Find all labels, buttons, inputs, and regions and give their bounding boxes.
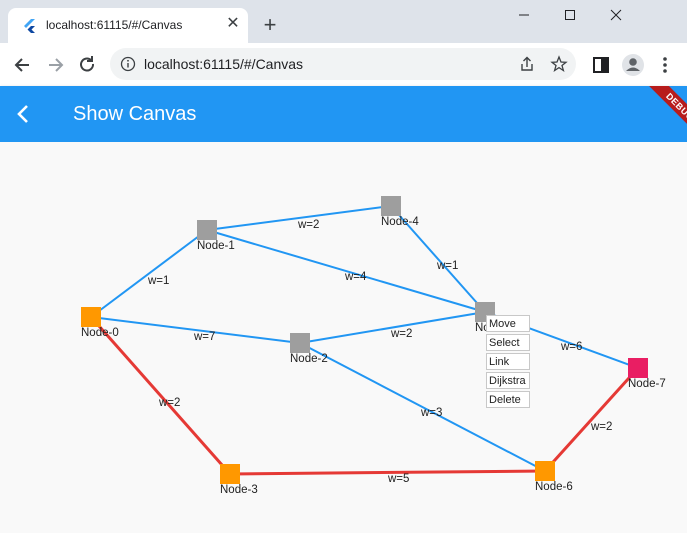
edge-weight-label: w=1 (148, 275, 170, 287)
maximize-button[interactable] (547, 0, 593, 30)
edge-weight-label: w=2 (159, 397, 181, 409)
edge-node-2-node-6[interactable] (299, 342, 546, 472)
browser-tab[interactable]: localhost:61115/#/Canvas ✕ (8, 8, 248, 43)
avatar-icon (622, 54, 644, 76)
edge-node-0-node-1[interactable] (90, 229, 208, 318)
menu-item-dijkstra[interactable]: Dijkstra (486, 372, 530, 389)
edge-node-1-node-5[interactable] (206, 229, 486, 313)
reload-icon (80, 56, 94, 72)
node-4[interactable] (381, 196, 401, 216)
menu-item-select[interactable]: Select (486, 334, 530, 351)
edge-node-2-node-5[interactable] (299, 311, 486, 344)
edge-node-3-node-6[interactable] (229, 469, 546, 476)
minimize-button[interactable] (501, 0, 547, 30)
node-6[interactable] (535, 461, 555, 481)
arrow-left-icon (14, 58, 29, 72)
edge-weight-label: w=2 (591, 421, 613, 433)
node-label: Node-3 (220, 484, 258, 496)
side-panel-button[interactable] (588, 52, 614, 78)
tab-close-icon[interactable]: ✕ (226, 15, 240, 32)
address-bar[interactable]: localhost:61115/#/Canvas (110, 48, 576, 80)
context-menu: Move Select Link Dijkstra Delete (486, 315, 532, 410)
edge-weight-label: w=3 (421, 407, 443, 419)
edge-node-0-node-2[interactable] (90, 316, 301, 344)
node-label: Node-1 (197, 240, 235, 252)
close-icon (610, 9, 622, 21)
edge-weight-label: w=5 (388, 473, 410, 485)
minimize-icon (519, 14, 529, 16)
menu-button[interactable] (652, 52, 678, 78)
tab-strip: localhost:61115/#/Canvas ✕ + (0, 0, 687, 43)
info-icon[interactable] (120, 56, 136, 72)
edge-node-4-node-5[interactable] (390, 205, 486, 313)
edge-weight-label: w=4 (345, 271, 367, 283)
node-label: Node-0 (81, 327, 119, 339)
graph-svg[interactable] (0, 142, 687, 533)
tab-title: localhost:61115/#/Canvas (46, 18, 183, 32)
chevron-left-icon[interactable] (14, 104, 34, 124)
edge-weight-label: w=1 (437, 260, 459, 272)
node-label: Node-7 (628, 378, 666, 390)
node-1[interactable] (197, 220, 217, 240)
menu-item-move[interactable]: Move (486, 315, 530, 332)
forward-button[interactable] (42, 52, 68, 78)
edge-node-0-node-3[interactable] (89, 316, 232, 475)
app-bar: Show Canvas (0, 86, 687, 142)
menu-item-delete[interactable]: Delete (486, 391, 530, 408)
page-title: Show Canvas (73, 103, 197, 125)
star-icon[interactable] (550, 55, 568, 73)
menu-item-link[interactable]: Link (486, 353, 530, 370)
node-0[interactable] (81, 307, 101, 327)
arrow-right-icon (49, 58, 64, 72)
close-window-button[interactable] (593, 0, 639, 30)
edge-node-6-node-7[interactable] (543, 366, 640, 473)
profile-button[interactable] (620, 52, 646, 78)
new-tab-button[interactable]: + (263, 12, 277, 37)
edge-weight-label: w=2 (391, 328, 413, 340)
node-label: Node-6 (535, 481, 573, 493)
maximize-icon (565, 10, 575, 20)
share-icon[interactable] (518, 55, 536, 73)
edge-node-1-node-4[interactable] (206, 205, 392, 231)
edge-weight-label: w=2 (298, 219, 320, 231)
flutter-icon (24, 19, 35, 33)
node-label: Node-2 (290, 353, 328, 365)
side-panel-icon (593, 57, 609, 73)
edge-weight-label: w=6 (561, 341, 583, 353)
back-button[interactable] (10, 52, 36, 78)
node-2[interactable] (290, 333, 310, 353)
node-label: Node-4 (381, 216, 419, 228)
debug-banner-label: DEBUG (643, 86, 687, 144)
edge-weight-label: w=7 (194, 331, 216, 343)
url-text[interactable]: localhost:61115/#/Canvas (144, 56, 304, 72)
kebab-menu-icon (663, 57, 667, 73)
node-7[interactable] (628, 358, 648, 378)
reload-button[interactable] (74, 52, 100, 78)
node-3[interactable] (220, 464, 240, 484)
